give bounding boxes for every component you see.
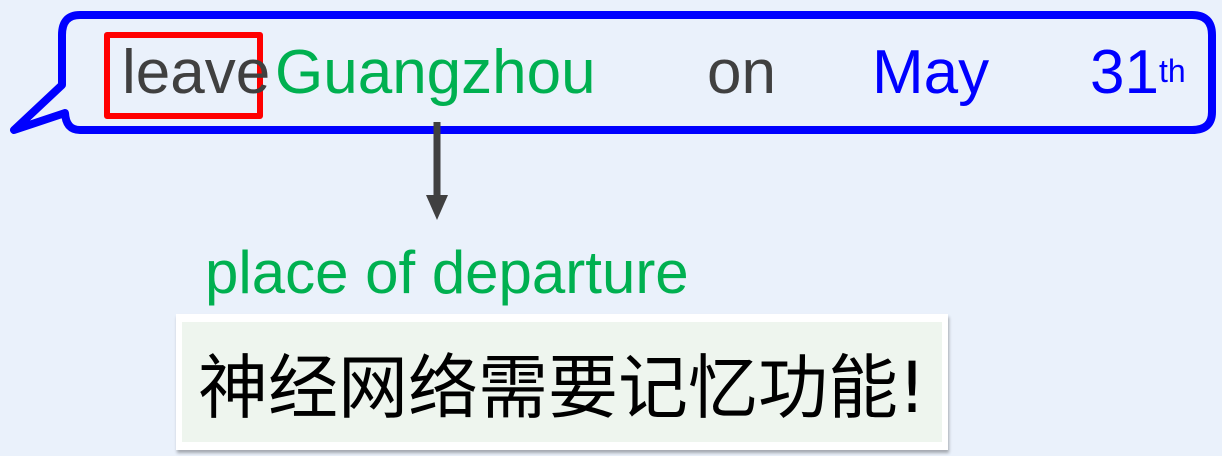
- note-box: 神经网络需要记忆功能!: [176, 314, 948, 450]
- word-date: 31th: [1090, 38, 1186, 108]
- place-label: place of departure: [205, 239, 689, 306]
- word-leave: leave: [122, 38, 271, 107]
- date-number: 31: [1090, 38, 1159, 107]
- word-guangzhou: Guangzhou: [275, 38, 596, 107]
- date-suffix: th: [1158, 53, 1186, 89]
- note-text: 神经网络需要记忆功能!: [182, 322, 942, 442]
- word-may: May: [872, 38, 990, 107]
- word-on: on: [707, 38, 776, 107]
- down-arrow-icon: [426, 122, 448, 220]
- highlight-box: [104, 32, 263, 119]
